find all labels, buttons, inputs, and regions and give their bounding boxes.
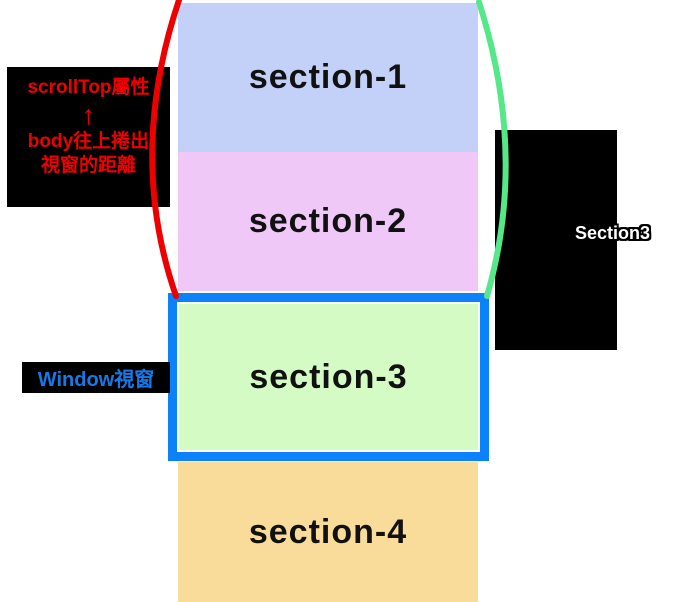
scrolltop-desc-line1: body往上捲出: [27, 131, 150, 152]
scrolltop-property-label: scrollTop屬性: [27, 77, 150, 98]
section-1-label: section-1: [248, 58, 408, 96]
scrolltop-label-box: scrollTop屬性 ↑ body往上捲出 視窗的距離: [7, 67, 170, 207]
section3-label: Section3: [575, 223, 651, 243]
section-1-block: section-1: [178, 3, 478, 152]
section-3-label: section-3: [249, 357, 408, 396]
scrolltop-desc-line2: 視窗的距離: [40, 155, 136, 176]
up-arrow-icon: ↑: [81, 100, 96, 130]
section-2-block: section-2: [178, 152, 478, 291]
section-4-block: section-4: [178, 462, 478, 602]
section3-label-box: [495, 130, 617, 350]
section-4-label: section-4: [248, 512, 408, 551]
section-3-block: [179, 304, 478, 450]
section-2-label: section-2: [248, 202, 408, 240]
window-label: Window視窗: [37, 369, 155, 391]
window-viewport-box: section-3: [168, 293, 489, 461]
window-label-box: Window視窗: [22, 362, 170, 393]
